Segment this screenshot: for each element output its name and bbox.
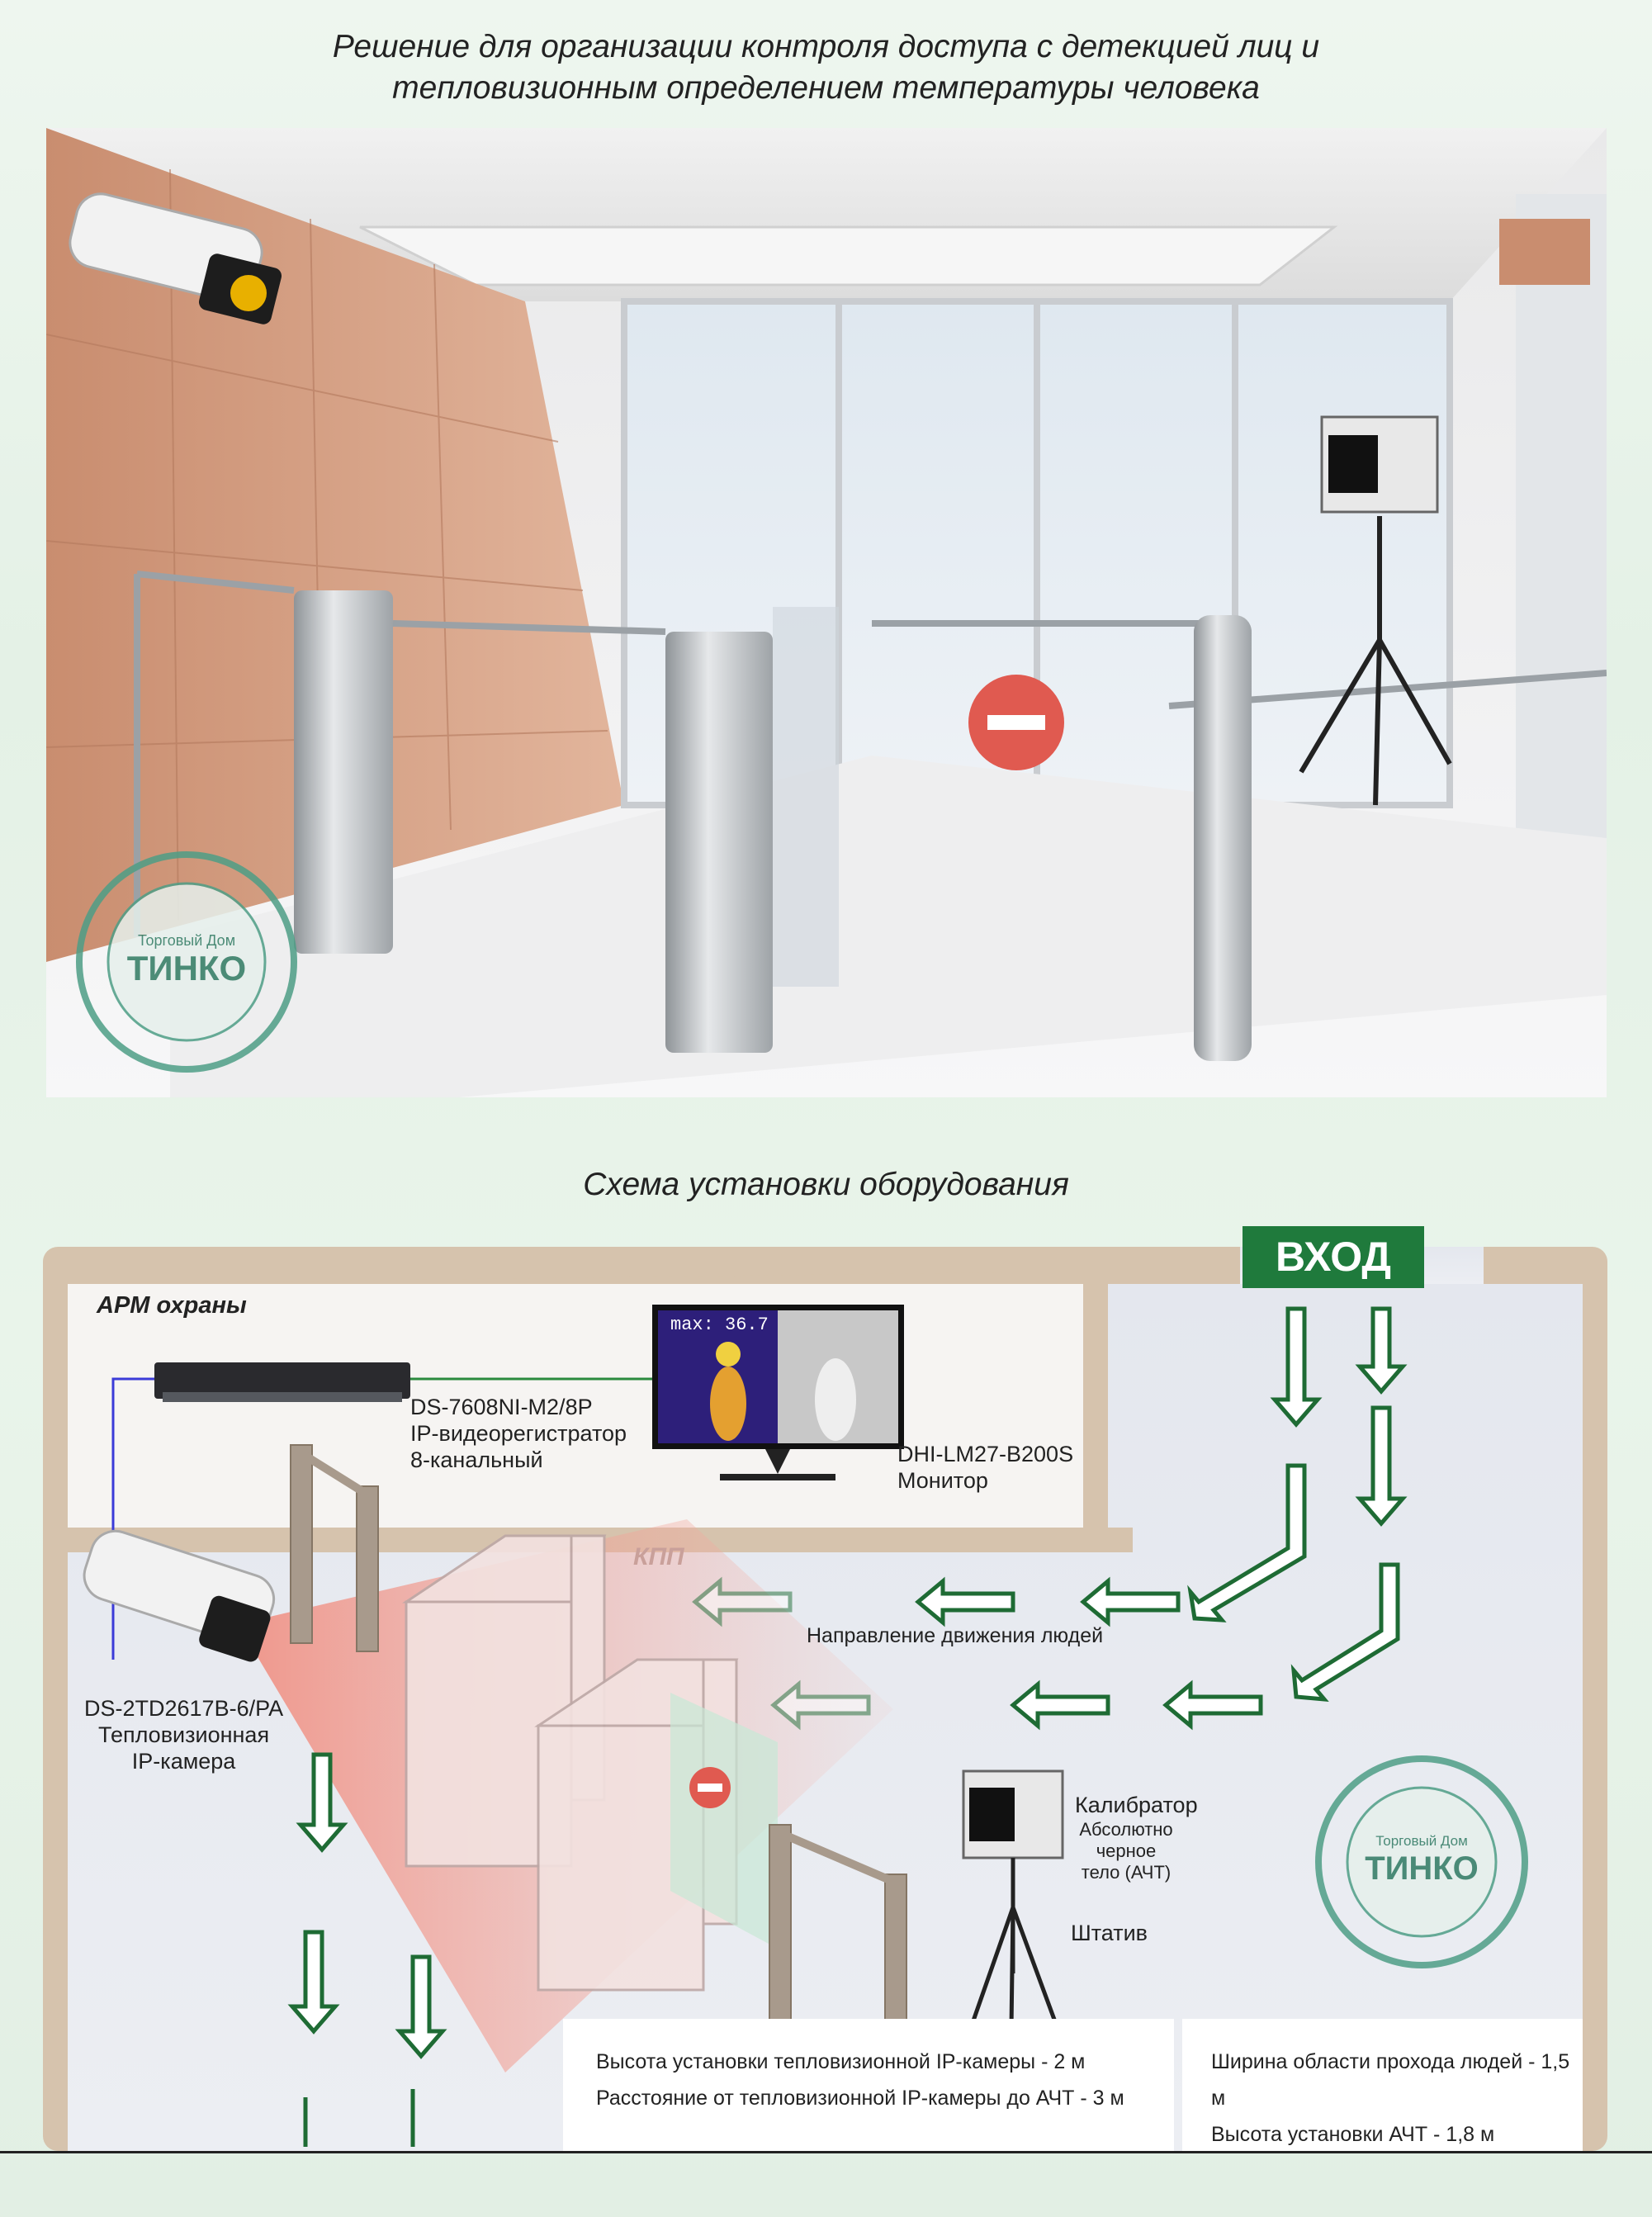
monitor-label: DHI-LM27-B200S Монитор (897, 1441, 1073, 1494)
camera-type-1: Тепловизионная (98, 1722, 270, 1747)
camera-type-2: IP-камера (131, 1749, 236, 1774)
info-box-left: Высота установки тепловизионной IP-камер… (563, 2019, 1174, 2151)
calibrator-desc: Абсолютно черное тело (АЧТ) (1052, 1819, 1200, 1883)
monitor-type: Монитор (897, 1468, 988, 1493)
svg-text:ТИНКО: ТИНКО (1365, 1850, 1479, 1887)
info-box-right: Ширина области прохода людей - 1,5 м Выс… (1182, 2019, 1583, 2151)
flow-direction-label: Направление движения людей (807, 1624, 1104, 1647)
monitor-readout-left: max: 36.7 (670, 1315, 769, 1335)
checkpoint-label: КПП (633, 1543, 684, 1570)
tinko-stamp-scheme: Торговый Дом ТИНКО (1315, 1755, 1528, 1968)
title-line-2: тепловизионным определением температуры … (392, 70, 1260, 106)
svg-text:ТИНКО: ТИНКО (127, 949, 246, 988)
monitor-model: DHI-LM27-B200S (897, 1442, 1074, 1466)
monitor-device: max: 36.7 (652, 1305, 904, 1480)
thermal-camera-scheme (83, 1529, 276, 1662)
title-line-1: Решение для организации контроля доступа… (332, 29, 1320, 64)
thermal-camera-image (69, 192, 282, 324)
tinko-stamp-photo: Торговый Дом ТИНКО (76, 851, 297, 1073)
info-left-2: Расстояние от тепловизионной IP-камеры д… (596, 2087, 1124, 2110)
calibrator-desc-2: тело (АЧТ) (1081, 1862, 1172, 1883)
info-right-1: Ширина области прохода людей - 1,5 м (1211, 2050, 1570, 2110)
page-title: Решение для организации контроля доступа… (0, 26, 1652, 109)
calibrator-desc-1: Абсолютно черное (1079, 1819, 1173, 1861)
info-left-1: Высота установки тепловизионной IP-камер… (596, 2050, 1086, 2073)
turnstile-photo: Торговый Дом ТИНКО (46, 128, 1607, 1097)
scheme-title: Схема установки оборудования (583, 1167, 1069, 1202)
tripod-label: Штатив (1071, 1921, 1148, 1945)
info-right-2: Высота установки АЧТ - 1,8 м (1211, 2123, 1495, 2146)
svg-text:Торговый Дом: Торговый Дом (1375, 1833, 1468, 1849)
entrance-badge: ВХОД (1243, 1226, 1424, 1288)
calibrator-label: Калибратор (1075, 1793, 1198, 1817)
camera-label: DS-2TD2617B-6/PA Тепловизионная IP-камер… (84, 1695, 283, 1774)
bottom-rule (0, 2151, 1652, 2153)
svg-text:Торговый Дом: Торговый Дом (138, 932, 235, 949)
calibrator-device (962, 1769, 1064, 1859)
security-room-label: АРМ охраны (97, 1292, 247, 1319)
flow-arrows (287, 1306, 1408, 2147)
nvr-channels: 8-канальный (410, 1447, 543, 1472)
camera-model: DS-2TD2617B-6/PA (84, 1696, 284, 1721)
nvr-type: IP-видеорегистратор (410, 1421, 627, 1446)
nvr-label: DS-7608NI-M2/8P IP-видеорегистратор 8-ка… (410, 1394, 627, 1473)
installation-scheme: max: 36.7 (43, 1226, 1607, 2151)
glass-gate (670, 1693, 778, 1949)
nvr-device (154, 1362, 410, 1402)
nvr-model: DS-7608NI-M2/8P (410, 1395, 593, 1419)
